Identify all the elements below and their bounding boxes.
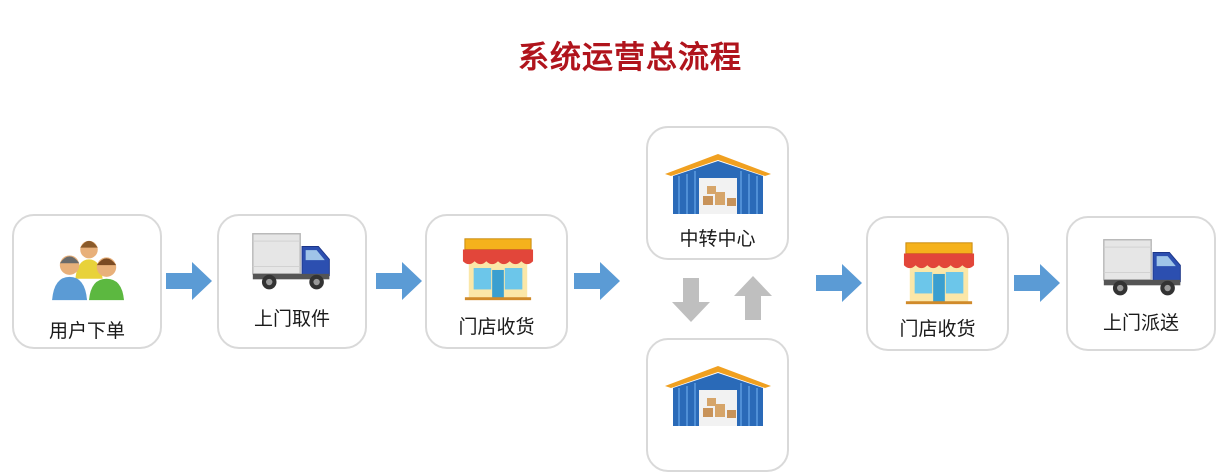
page-title: 系统运营总流程 xyxy=(518,40,742,76)
arrow-up-icon xyxy=(734,276,772,320)
step-label: 中转中心 xyxy=(679,228,756,250)
step-delivery: 上门派送 xyxy=(1066,216,1216,351)
step-user-order: 用户下单 xyxy=(12,214,162,349)
arrow-right-icon xyxy=(816,264,862,302)
truck-icon xyxy=(1102,236,1184,300)
arrow-right-icon xyxy=(166,262,212,300)
step-store-receive: 门店收货 xyxy=(425,214,568,349)
step-label: 上门派送 xyxy=(1102,312,1179,334)
step-transfer-center-lower xyxy=(646,338,789,472)
arrow-down-icon xyxy=(672,278,710,322)
step-label: 门店收货 xyxy=(899,318,976,340)
arrow-right-icon xyxy=(1014,264,1060,302)
arrow-right-icon xyxy=(376,262,422,300)
step-label: 上门取件 xyxy=(253,308,330,330)
step-store-receive-2: 门店收货 xyxy=(866,216,1009,351)
users-icon xyxy=(50,236,128,306)
step-label: 门店收货 xyxy=(458,316,535,338)
store-icon xyxy=(902,240,976,306)
warehouse-icon xyxy=(662,364,774,428)
step-pickup: 上门取件 xyxy=(217,214,367,349)
arrow-right-icon xyxy=(574,262,620,300)
step-label: 用户下单 xyxy=(48,320,125,342)
store-icon xyxy=(461,236,535,302)
step-transfer-center: 中转中心 xyxy=(646,126,789,260)
warehouse-icon xyxy=(662,152,774,216)
truck-icon xyxy=(251,230,333,294)
